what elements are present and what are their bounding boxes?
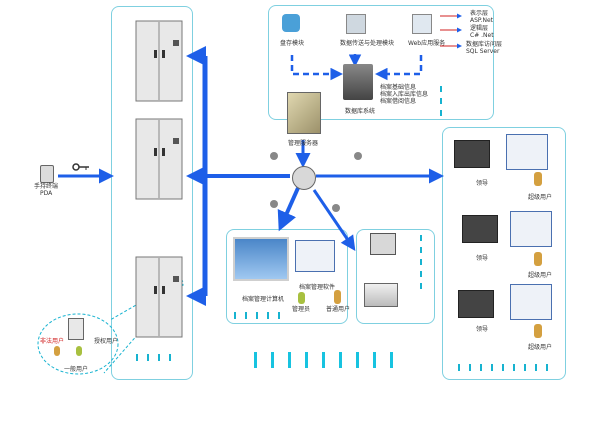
- database-icon: [343, 64, 373, 100]
- key-icon: [72, 158, 90, 177]
- client-window-2: [510, 211, 552, 247]
- archive-cabinet-1: [135, 20, 183, 104]
- tech-2-prefix: 逻辑层: [470, 25, 489, 32]
- user-figure-icon: [334, 290, 341, 304]
- tech-1: ASP.Net: [470, 17, 494, 24]
- pc-left-label: 档案管理计算机: [242, 296, 285, 303]
- tech-3: SQL Server: [466, 48, 500, 55]
- management-server-icon: [287, 92, 321, 134]
- database-note-3: 档案借阅信息: [380, 98, 417, 105]
- pda-icon: [40, 165, 54, 183]
- server-module-2-label: 数据传送与处理模块: [340, 40, 395, 47]
- user-icon: [534, 324, 542, 338]
- user-figure-icon: [298, 292, 305, 304]
- pc-panel-dashes: [234, 312, 280, 319]
- database-note-2: 档案入库出库信息: [380, 91, 429, 98]
- database-note-1: 档案基础信息: [380, 84, 417, 91]
- web-service-icon: [412, 14, 432, 34]
- right-2-user-label: 超级用户: [528, 272, 553, 279]
- cabinet-closeup: [68, 318, 84, 340]
- pc-left-sub-label: 档案管理软件: [299, 284, 336, 291]
- laptop-icon: [233, 237, 289, 281]
- tech-2: C# .Net: [470, 32, 494, 39]
- router-icon: [292, 166, 316, 190]
- normal-user-small-label: 一般用户: [64, 366, 89, 373]
- server-module-3-label: Web应用服务: [408, 40, 446, 47]
- printer-icon: [364, 283, 398, 307]
- server-panel-dashes: [440, 86, 442, 116]
- user-icon: [534, 172, 542, 186]
- cabinet-user-green: 授权用户: [94, 338, 119, 345]
- user-icon: [534, 252, 542, 266]
- right-2-label: 领导: [476, 255, 489, 262]
- pda-device-label: 手持终端: [34, 183, 59, 190]
- wireless-antenna-icon: [270, 152, 278, 160]
- software-window-icon: [295, 240, 335, 272]
- archive-cabinet-2: [135, 118, 183, 202]
- right-1-label: 领导: [476, 180, 489, 187]
- transfer-module-icon: [346, 14, 366, 34]
- archive-cabinet-3: [135, 256, 183, 340]
- right-3-user-label: 超级用户: [528, 344, 553, 351]
- tech-3-prefix: 数据库访问层: [466, 41, 503, 48]
- inventory-module-icon: [282, 14, 300, 32]
- client-laptop-3: [458, 290, 494, 318]
- client-window-3: [510, 284, 552, 320]
- server-module-1-label: 盘存模块: [280, 40, 305, 47]
- cabinet-panel-dashes: [136, 354, 171, 361]
- tech-1-prefix: 表示层: [470, 10, 489, 17]
- wireless-antenna-icon: [270, 200, 278, 208]
- wireless-antenna-icon: [354, 152, 362, 160]
- user-figure-icon: [54, 346, 60, 356]
- zoom-ellipse: [37, 313, 119, 375]
- client-window-1: [506, 134, 548, 170]
- client-laptop-2: [462, 215, 498, 243]
- right-3-label: 领导: [476, 326, 489, 333]
- pda-label: PDA: [40, 190, 53, 197]
- admin-user-label: 管理员: [292, 306, 311, 313]
- bottom-dashes: [254, 352, 393, 368]
- printer-panel-dashes: [420, 235, 422, 289]
- database-label: 数据库系统: [345, 108, 376, 115]
- user-figure-icon: [76, 346, 82, 356]
- normal-user-bottom-label: 普通用户: [326, 306, 351, 313]
- client-laptop-1: [454, 140, 490, 168]
- clients-panel-dashes: [458, 364, 548, 371]
- right-1-user-label: 超级用户: [528, 194, 553, 201]
- monitor-icon: [370, 233, 396, 255]
- cabinet-user-red: 非法用户: [40, 338, 65, 345]
- wireless-antenna-icon: [332, 204, 340, 212]
- management-server-label: 管理服务器: [288, 140, 319, 147]
